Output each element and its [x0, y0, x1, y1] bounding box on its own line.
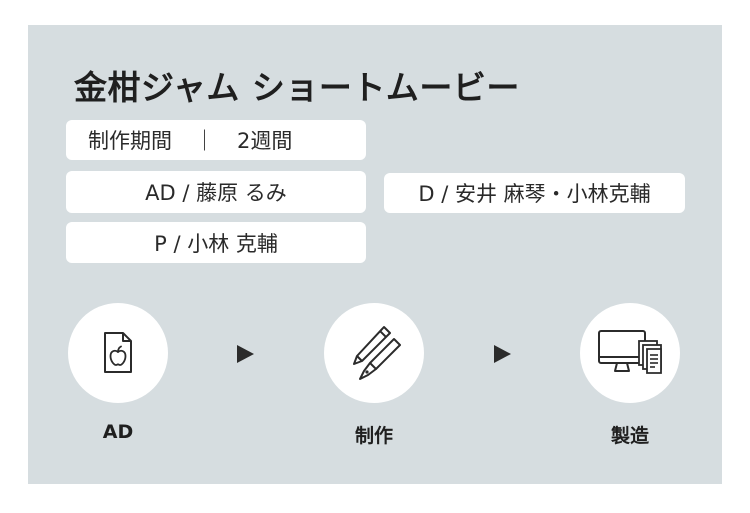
producer-credit-tag: P / 小林 克輔	[66, 222, 366, 263]
director-credit-text: D / 安井 麻琴・小林克輔	[418, 182, 651, 206]
computer-documents-icon	[598, 330, 662, 374]
step-production-circle	[324, 303, 424, 403]
apple-document-icon	[104, 332, 132, 373]
period-label: 制作期間	[88, 129, 172, 153]
period-separator: ｜	[194, 129, 215, 153]
step-manufacturing-circle	[580, 303, 680, 403]
step-ad-label: AD	[102, 421, 134, 443]
step-ad-circle	[68, 303, 168, 403]
pencil-pen-icon	[353, 326, 401, 380]
period-tag: 制作期間 ｜ 2週間	[66, 120, 366, 160]
director-credit-tag: D / 安井 麻琴・小林克輔	[384, 173, 685, 213]
ad-credit-tag: AD / 藤原 るみ	[66, 171, 366, 213]
producer-credit-text: P / 小林 克輔	[154, 231, 278, 256]
ad-credit-text: AD / 藤原 るみ	[145, 181, 287, 205]
period-value: 2週間	[237, 129, 293, 153]
step-manufacturing-label: 製造	[610, 425, 649, 447]
triangle-right-icon	[494, 345, 511, 363]
project-title: 金柑ジャム ショートムービー	[74, 68, 520, 107]
step-production-label: 制作	[354, 425, 393, 447]
project-card: 金柑ジャム ショートムービー 制作期間 ｜ 2週間 AD / 藤原 るみ D /…	[28, 25, 722, 484]
triangle-right-icon	[237, 345, 254, 363]
